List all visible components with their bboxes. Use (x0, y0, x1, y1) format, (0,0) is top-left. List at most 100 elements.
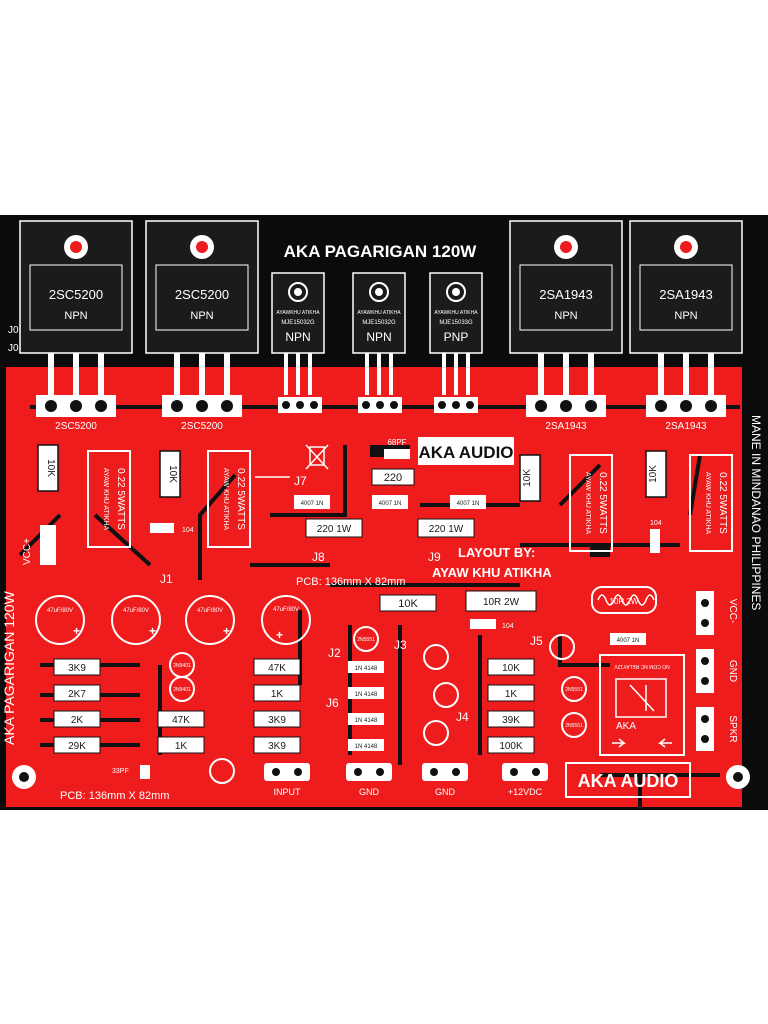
resistor-value: 1K (271, 689, 284, 700)
svg-text:+: + (276, 628, 283, 642)
driver-part: MJE15033G (439, 320, 473, 326)
brand-top: AKA AUDIO (418, 443, 513, 462)
jumper-j8: J8 (312, 550, 325, 564)
resistor-value: 10K (502, 663, 520, 674)
connector-label: +12VDC (508, 787, 543, 797)
resistor-2k: 2K (53, 710, 101, 728)
resistor-value: 220 1W (429, 524, 464, 535)
transistor-part: 2N5551 (565, 723, 583, 729)
resistor-1k-a: 1K (253, 684, 301, 702)
transistor-part: 2N5401 (173, 687, 191, 693)
resistor-10k-right-a: 10K (519, 454, 541, 502)
resistor-value: 2K (71, 715, 84, 726)
capacitor-104-a: 104 (150, 523, 194, 534)
capacitor-47uf-b: 47uF/80V + (111, 595, 161, 645)
small-electrolytic-cap-b (433, 682, 459, 708)
layout-by-label: LAYOUT BY: (458, 545, 535, 560)
diode-4007-a: 4007 1N (294, 495, 330, 509)
resistor-39k: 39K (487, 710, 535, 728)
capacitor-47uf-d: 47uF/80V + (261, 595, 311, 645)
resistor-220-1w-b: 220 1W (417, 518, 475, 538)
driver-part: MJE15032G (281, 320, 315, 326)
small-transistor-bottom (209, 758, 235, 784)
driver-transistor-1: AYAWKHU ATIKHA MJE15032G NPN (271, 272, 325, 395)
small-transistor-relay-a: 2N5551 (561, 676, 587, 702)
emitter-resistor-maker: AYAW KHU ATIKHA (584, 472, 591, 535)
resistor-47k-a: 47K (253, 658, 301, 676)
jumper-j5: J5 (530, 634, 543, 648)
diode-value: 4007 1N (301, 501, 324, 507)
emitter-resistor-value: 0.22 5WATTS (115, 468, 126, 530)
power-transistor-2: 2SC5200 NPN (145, 220, 259, 395)
resistor-3k9-c: 3K9 (253, 736, 301, 754)
capacitor-value: 104 (182, 527, 194, 534)
emitter-resistor-maker: AYAW KHU ATIKHA (704, 472, 711, 535)
capacitor-68pf: 68PF (384, 438, 410, 459)
vcc-plus-label: VCC+ (22, 538, 33, 565)
silk-2sc5200-2: 2SC5200 (181, 421, 223, 432)
resistor-value: 100K (499, 741, 523, 752)
power-transistor-part: 2SA1943 (539, 287, 593, 302)
capacitor-value: 68PF (387, 438, 406, 447)
jumper-j6: J6 (326, 696, 339, 710)
small-transistor-mid: 2N5551 (353, 626, 379, 652)
jo-label-1: J0 (8, 325, 19, 336)
weee-bin-icon (305, 444, 329, 470)
jumper-j3: J3 (394, 638, 407, 652)
resistor-value: 47K (268, 663, 286, 674)
driver-transistor-2: AYAWKHU ATIKHA MJE15032G NPN (352, 272, 406, 395)
connector-label: GND (359, 787, 380, 797)
driver-type: PNP (444, 330, 469, 344)
resistor-value: 29K (68, 741, 86, 752)
resistor-value: 3K9 (68, 663, 86, 674)
made-in-label: MANE IN MINDANAO PHILIPPINES (749, 415, 763, 610)
inductor-value: 10R 2W (610, 597, 639, 606)
resistor-100k: 100K (487, 736, 535, 754)
diode-value: 1N 4148 (355, 744, 378, 750)
resistor-value: 3K9 (268, 741, 286, 752)
transistor-part: 2N5401 (173, 663, 191, 669)
diode-value: 1N 4148 (355, 666, 378, 672)
capacitor-33pf: 33PF (112, 765, 150, 779)
resistor-value: 220 1W (317, 524, 352, 535)
power-transistor-1: 2SC5200 NPN (19, 220, 133, 395)
connector-label: GND (435, 787, 456, 797)
resistor-1k-b: 1K (157, 736, 205, 754)
silk-2sc5200-1: 2SC5200 (55, 421, 97, 432)
connector-spkr: SPKR (696, 707, 738, 751)
layout-by-name: AYAW KHU ATIKHA (432, 565, 552, 580)
jo-label-2: J0 (8, 343, 19, 354)
capacitor-104-c: 104 (470, 619, 514, 630)
resistor-value: 10R 2W (483, 597, 520, 608)
resistor-value: 10K (398, 598, 418, 610)
silk-2sa1943-1: 2SA1943 (545, 421, 587, 432)
small-electrolytic-cap-a (423, 644, 449, 670)
resistor-value: 220 (384, 472, 402, 484)
driver-maker: AYAWKHU ATIKHA (276, 310, 320, 316)
connector-12vdc: +12VDC (502, 763, 548, 797)
small-transistor-left-b: 2N5401 (169, 676, 195, 702)
connector-label: INPUT (274, 787, 302, 797)
capacitor-47uf-a: 47uF/80V + (35, 595, 85, 645)
brand-bottom: AKA AUDIO (578, 771, 679, 791)
board-title: AKA PAGARIGAN 120W (284, 242, 478, 261)
resistor-value: 10K (522, 469, 533, 487)
diode-4148-c: 1N 4148 (348, 713, 384, 725)
silk-2sa1943-2: 2SA1943 (665, 421, 707, 432)
resistor-10k-left-b: 10K (159, 450, 181, 498)
driver-type: NPN (285, 330, 310, 344)
diode-4148-d: 1N 4148 (348, 739, 384, 751)
connector-input: INPUT (264, 763, 310, 797)
connector-label: GND (727, 660, 738, 682)
diode-value: 4007 1N (617, 638, 640, 644)
relay-silk: NO COM NC RELAY12V (614, 663, 670, 669)
driver-type: NPN (366, 330, 391, 344)
resistor-10k-left-a: 10K (37, 444, 59, 492)
svg-text:+: + (149, 624, 156, 638)
resistor-value: 2K7 (68, 689, 86, 700)
capacitor-value: 47uF/80V (197, 608, 223, 614)
transistor-j5 (549, 634, 575, 660)
mounting-hole-left (12, 765, 36, 789)
emitter-resistor-maker: AYAW KHU ATIKHA (222, 468, 229, 531)
capacitor-value: 33PF (112, 768, 129, 775)
